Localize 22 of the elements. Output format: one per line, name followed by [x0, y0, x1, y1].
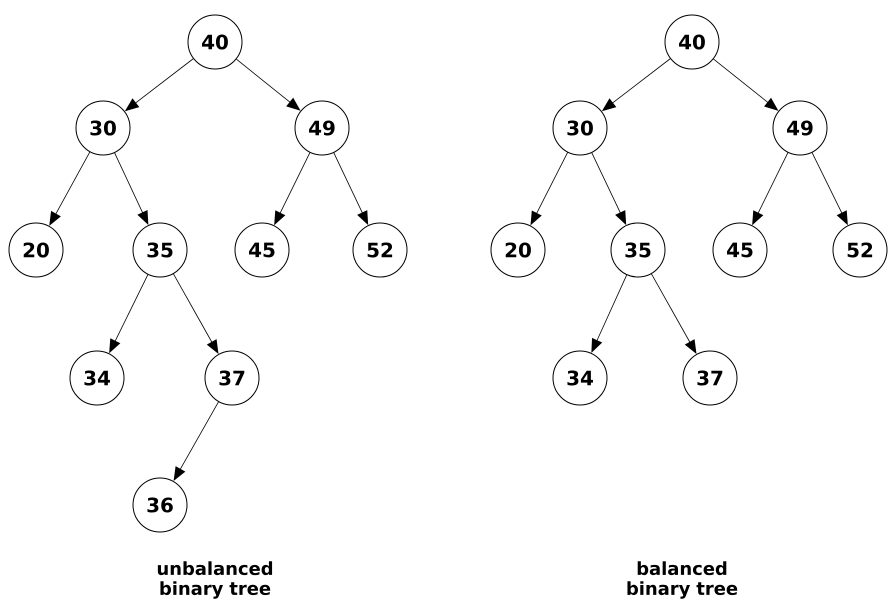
- tree-node: 40: [188, 14, 242, 70]
- tree-node: 49: [294, 100, 350, 156]
- tree-node: 52: [352, 222, 408, 278]
- tree-node: 20: [8, 222, 64, 278]
- tree-node: 30: [552, 100, 608, 156]
- tree-node: 37: [682, 350, 738, 406]
- tree-node: 40: [664, 14, 720, 70]
- tree-node: 34: [70, 350, 124, 406]
- tree-node: 45: [712, 222, 768, 278]
- tree-node: 34: [552, 350, 608, 406]
- tree-node: 20: [490, 222, 546, 278]
- tree-node: 36: [132, 478, 188, 532]
- tree-node: 30: [76, 100, 130, 156]
- tree-node: 49: [772, 100, 828, 156]
- tree-node: 35: [610, 222, 666, 278]
- tree-node: 52: [832, 222, 888, 278]
- arrow: [713, 58, 778, 111]
- caption: unbalanced binary tree: [158, 561, 272, 599]
- caption: balanced binary tree: [627, 561, 738, 599]
- tree-node: 35: [132, 222, 188, 278]
- tree-node: 37: [204, 350, 260, 406]
- tree-node: 45: [234, 222, 290, 278]
